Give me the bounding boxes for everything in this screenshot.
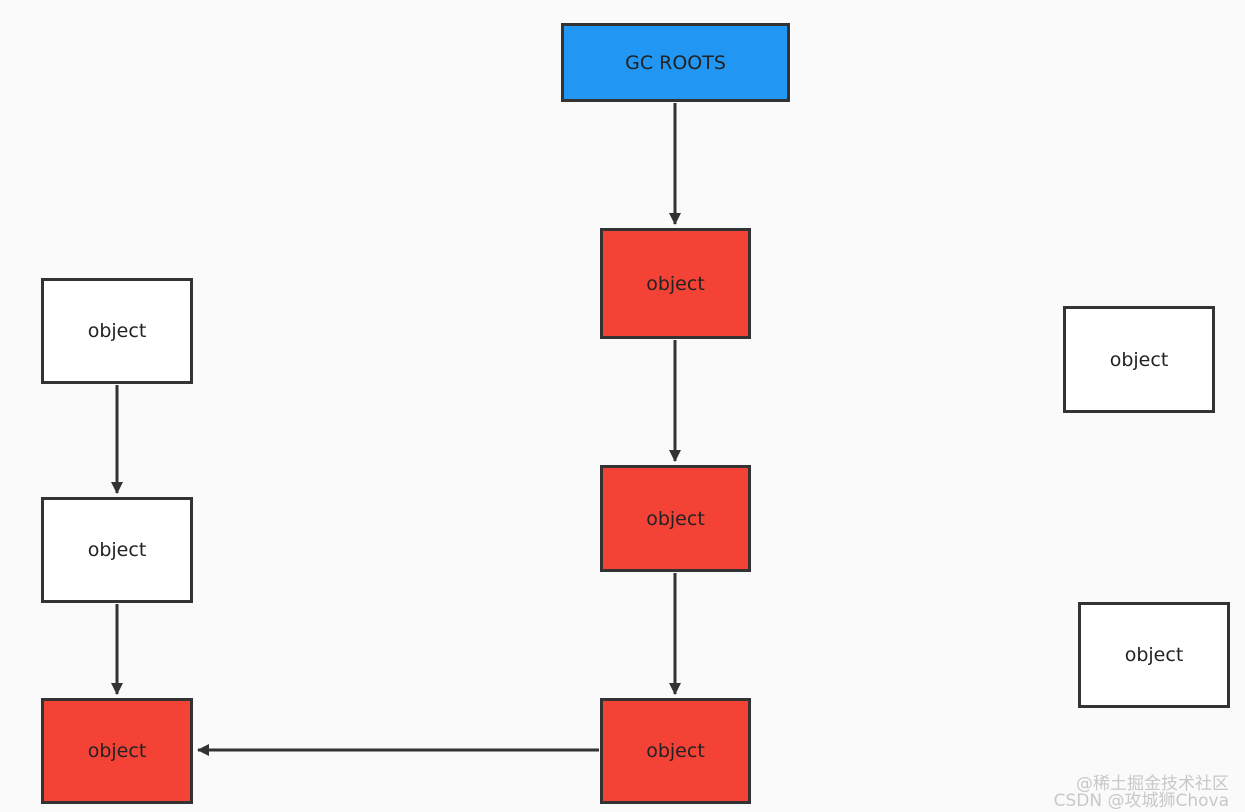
gc-roots-node: GC ROOTS <box>561 23 790 102</box>
reachable-object-node-1: object <box>600 228 751 339</box>
reachable-object-node-3: object <box>600 698 751 804</box>
unreachable-object-node-left-1: object <box>41 278 193 384</box>
reachable-object-node-left-3: object <box>41 698 193 804</box>
unreachable-object-node-left-2: object <box>41 497 193 603</box>
unreachable-object-node-right-2: object <box>1078 602 1230 708</box>
unreachable-object-node-right-1: object <box>1063 306 1215 413</box>
watermark-csdn: CSDN @攻城狮Chova <box>1053 791 1229 811</box>
reachable-object-node-2: object <box>600 465 751 572</box>
watermark-juejin: @稀土掘金技术社区 <box>1076 774 1229 794</box>
